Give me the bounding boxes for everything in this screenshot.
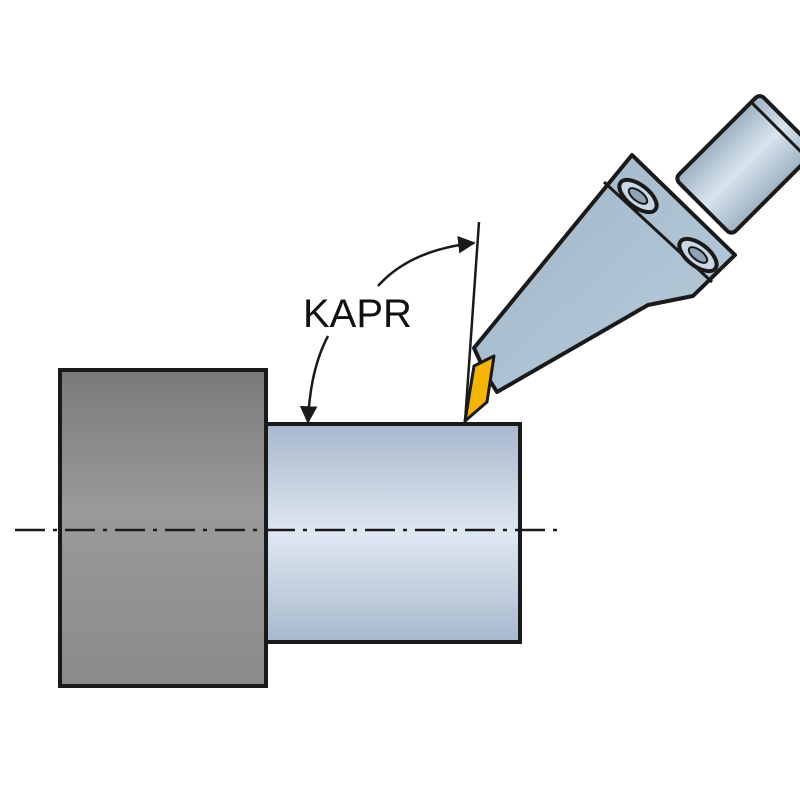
- tool-shank: [675, 94, 800, 235]
- kapr-arc-upper: [377, 236, 476, 287]
- clamp-screw-icon: [617, 177, 659, 215]
- tool-holder-body: [472, 153, 737, 394]
- clamp-screw-icon: [677, 236, 719, 274]
- kapr-label: KAPR: [303, 292, 412, 336]
- chuck-body: [58, 368, 268, 688]
- workpiece-cylinder: [264, 422, 522, 644]
- cutting-edge-reference-line: [463, 221, 481, 423]
- kapr-arc-lower: [299, 335, 330, 424]
- cutting-insert-icon: [463, 354, 496, 423]
